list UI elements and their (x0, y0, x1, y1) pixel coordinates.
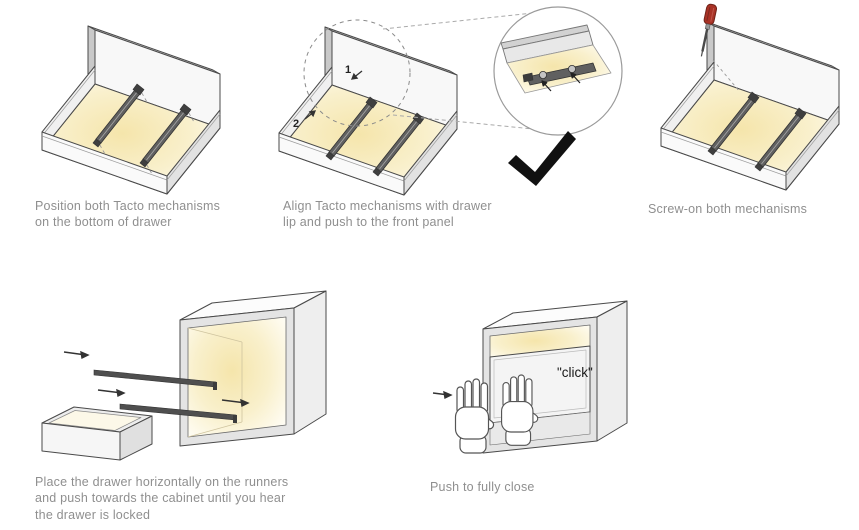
screw-icon (538, 71, 547, 80)
step2-caption: Align Tacto mechanisms with drawer lip a… (283, 199, 492, 230)
step1-caption: Position both Tacto mechanisms on the bo… (35, 199, 221, 230)
magnifier-detail (493, 6, 623, 136)
direction-arrow-icon (432, 390, 453, 400)
marker-1: 1 (345, 64, 351, 76)
runner-lower (119, 403, 237, 423)
checkmark-icon (508, 131, 576, 186)
detail-callout-circle (303, 19, 411, 127)
step5-caption: Push to fully close (430, 480, 535, 494)
drawer-with-mechanisms (660, 21, 840, 191)
screw-guide-line (712, 59, 741, 93)
push-direction-arrows-icon (541, 72, 581, 92)
drawer-with-mechanisms (278, 26, 458, 196)
cabinet-right-side (596, 300, 628, 442)
step4-caption: Place the drawer horizontally on the run… (35, 475, 289, 522)
marker-2: 2 (293, 118, 299, 130)
cabinet (179, 290, 327, 447)
direction-arrows-icon (63, 350, 250, 408)
hand-right-icon (501, 374, 539, 446)
step3-caption: Screw-on both mechanisms (648, 202, 808, 216)
callout-connector-lines (382, 12, 534, 130)
drawer-box (41, 406, 153, 461)
step5-illustration: "click" (432, 300, 628, 454)
drawer (41, 25, 221, 195)
push-arrow-1-icon (350, 70, 363, 80)
click-label: "click" (557, 365, 593, 380)
step1-illustration (41, 25, 221, 195)
cabinet-interior (187, 316, 287, 438)
screw-icon (567, 65, 576, 74)
screwdriver-icon (700, 3, 718, 57)
step2-illustration: 1 2 (278, 6, 623, 196)
runner-upper (93, 369, 217, 390)
step4-illustration (41, 290, 327, 461)
hand-left-icon (454, 378, 495, 454)
cabinet-right-side (293, 290, 327, 435)
step3-illustration (660, 3, 840, 191)
push-arrow-2-icon (304, 110, 317, 120)
